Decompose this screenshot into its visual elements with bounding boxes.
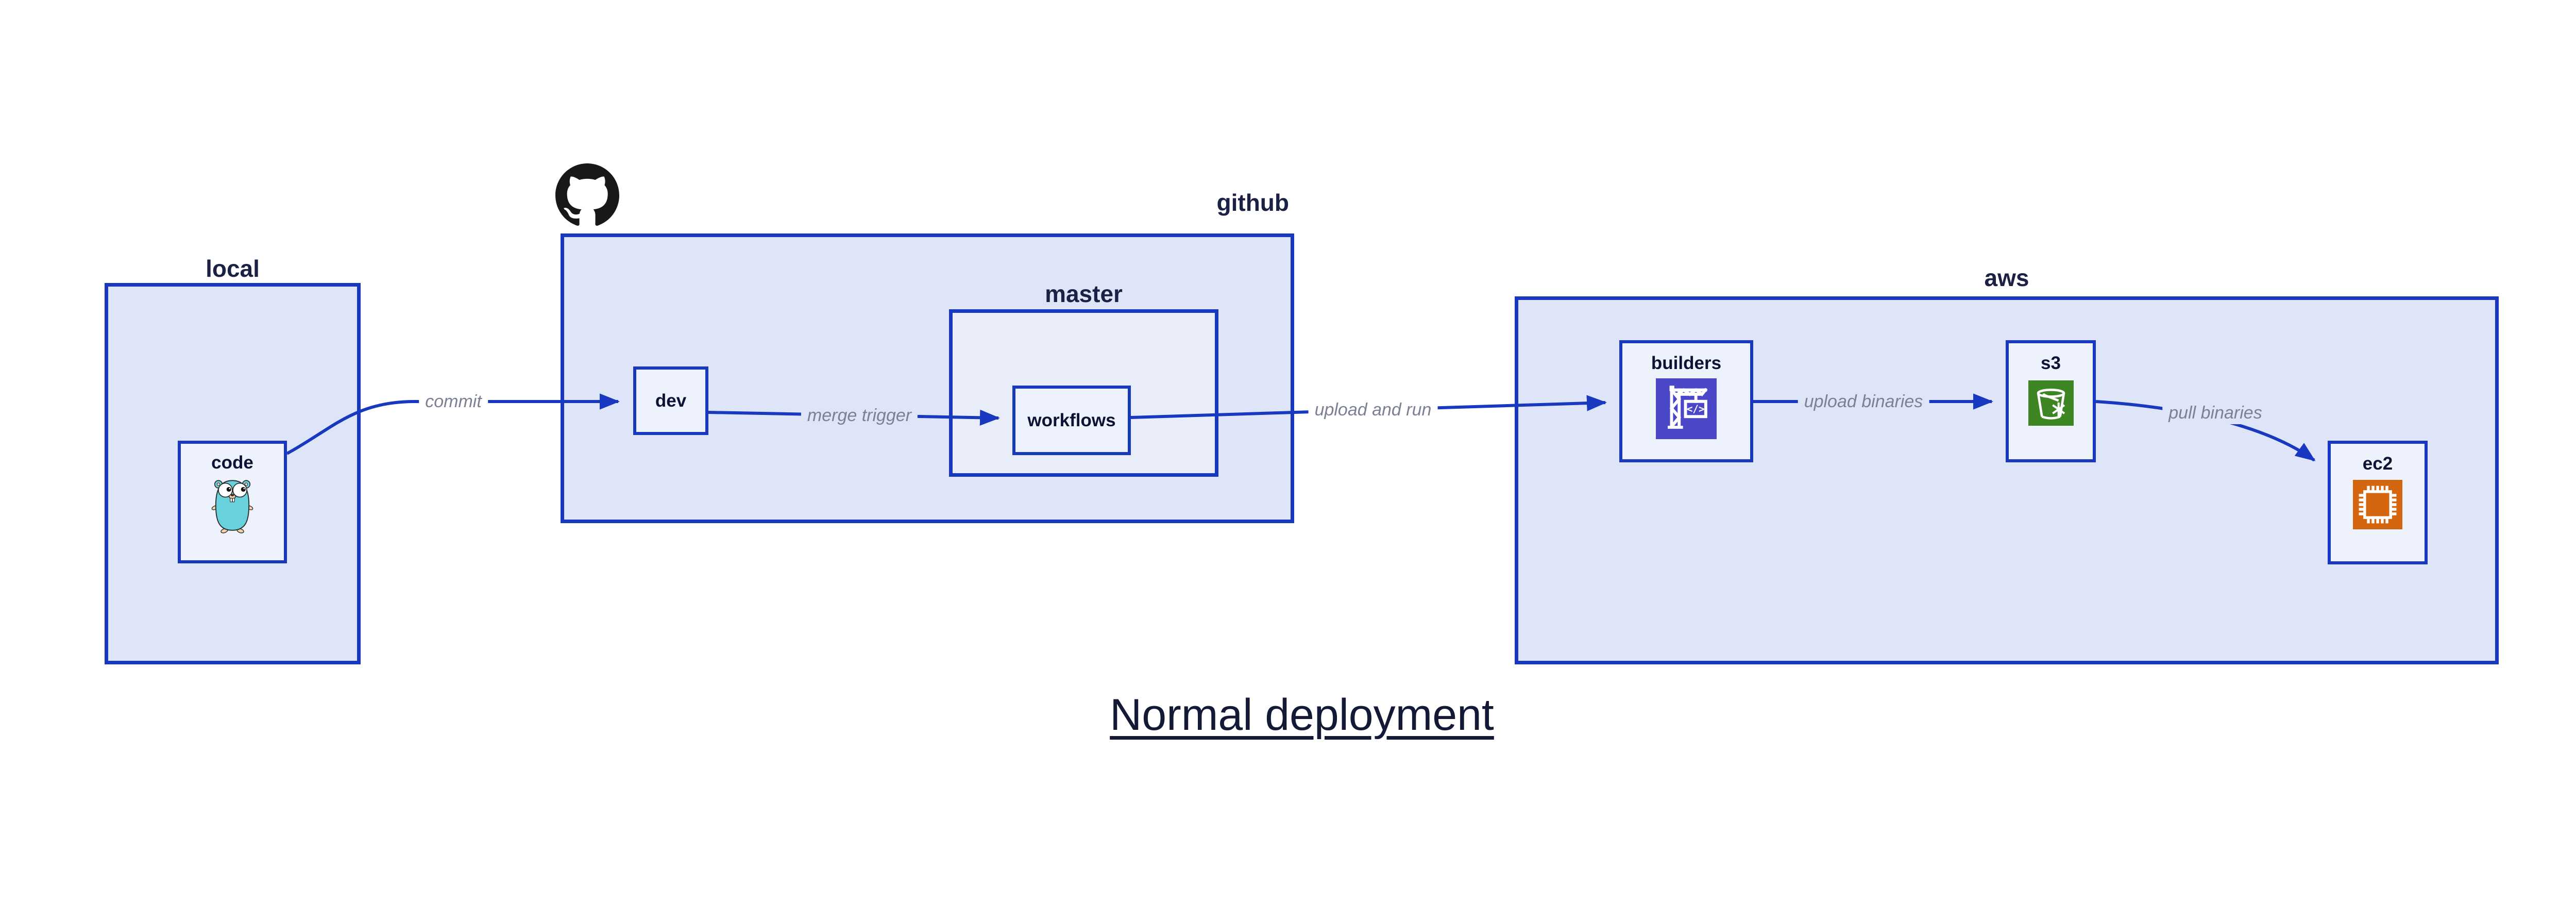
node-dev-label: dev [655, 390, 687, 411]
edge-upload-and-run-label: upload and run [1308, 398, 1438, 421]
edge-pull-binaries-label: pull binaries [2162, 402, 2268, 424]
node-builders: builders </> [1619, 340, 1753, 462]
diagram-title: Normal deployment [1110, 690, 1494, 740]
s3-glacier-bucket-icon [2028, 380, 2074, 426]
container-label-local: local [206, 255, 260, 282]
node-code-label: code [211, 453, 253, 473]
node-ec2-label: ec2 [2362, 454, 2393, 474]
ec2-chip-icon [2353, 480, 2402, 529]
github-logo-icon [555, 163, 619, 227]
node-s3-label: s3 [2041, 353, 2061, 373]
edge-upload-binaries-label: upload binaries [1798, 390, 1929, 413]
container-label-master: master [1045, 280, 1123, 307]
edge-merge-trigger-label: merge trigger [801, 404, 918, 427]
node-workflows-label: workflows [1027, 410, 1116, 430]
container-label-github: github [1216, 189, 1290, 216]
go-gopher-icon [211, 477, 254, 533]
node-workflows: workflows [1012, 386, 1131, 455]
svg-text:</>: </> [1687, 403, 1705, 415]
edge-commit-label: commit [419, 390, 488, 413]
codebuild-icon: </> [1656, 378, 1717, 439]
node-dev: dev [633, 366, 708, 435]
node-builders-label: builders [1651, 353, 1722, 373]
node-code: code [178, 441, 287, 563]
node-ec2: ec2 [2328, 441, 2428, 564]
node-s3: s3 [2006, 340, 2096, 462]
container-label-aws: aws [1984, 264, 2029, 291]
